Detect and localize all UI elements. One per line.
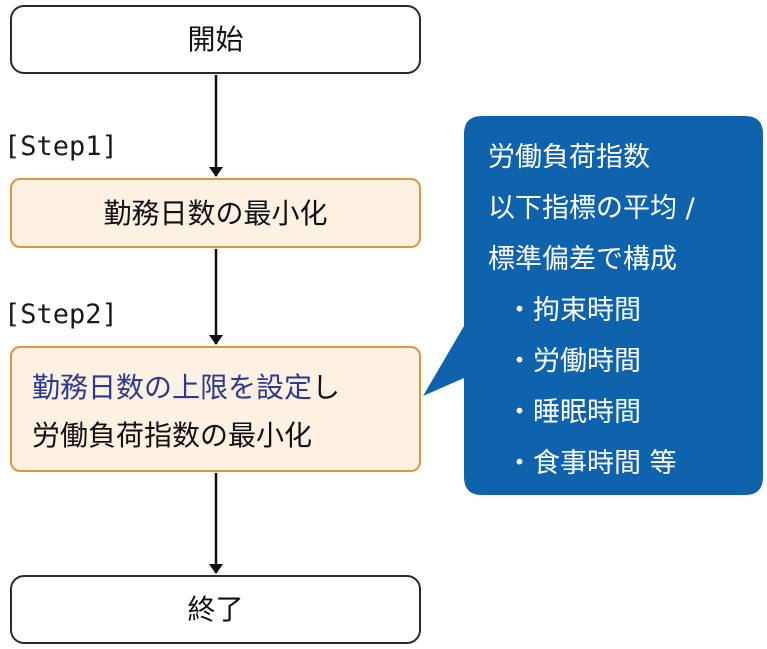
callout-bullet: ・食事時間 等 (506, 448, 677, 479)
step2-line2: 労働負荷指数の最小化 (32, 419, 313, 452)
callout-line: 以下指標の平均 / (488, 193, 695, 224)
start-node: 開始 (10, 5, 421, 74)
step2-label: [Step2] (4, 299, 118, 330)
callout-bullet: ・睡眠時間 (506, 397, 641, 428)
end-node: 終了 (10, 575, 421, 644)
step2-highlight-text: 勤務日数の上限を設定 (32, 371, 313, 404)
step1-node: 勤務日数の最小化 (10, 178, 421, 248)
end-node-label: 終了 (187, 593, 244, 626)
callout-bullet: ・拘束時間 (506, 295, 641, 326)
callout-bullet: ・労働時間 (506, 346, 641, 377)
step1-node-text: 勤務日数の最小化 (103, 196, 328, 230)
step1-label: [Step1] (4, 131, 118, 162)
callout-line: 標準偏差で構成 (488, 244, 677, 275)
step2-node: 勤務日数の上限を設定し 労働負荷指数の最小化 (10, 346, 421, 472)
step2-tail-text: し (312, 371, 341, 404)
step2-line1: 勤務日数の上限を設定し (32, 364, 419, 412)
callout-line: 労働負荷指数 (488, 142, 650, 173)
start-node-label: 開始 (187, 23, 244, 56)
callout-text: 労働負荷指数 以下指標の平均 / 標準偏差で構成 ・拘束時間 ・労働時間 ・睡眠… (488, 132, 695, 489)
